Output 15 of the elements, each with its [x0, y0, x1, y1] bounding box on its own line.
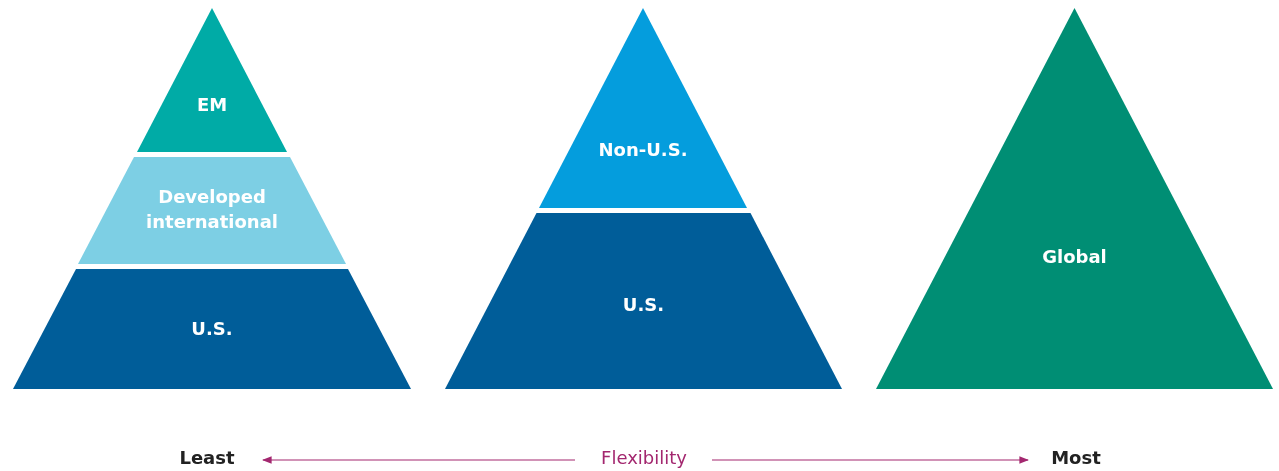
pyramid-tier	[539, 8, 747, 208]
scale-end-label: Least	[179, 447, 235, 468]
pyramid-tier	[445, 213, 842, 389]
tier-label: EM	[195, 93, 229, 117]
tier-label: U.S.	[190, 317, 234, 341]
tier-label: U.S.	[621, 293, 666, 317]
pyramid-tier	[137, 8, 287, 152]
axis-label: Flexibility	[601, 447, 687, 468]
pyramid-tier	[78, 157, 346, 264]
pyramid	[876, 8, 1273, 389]
tier-label: Developed international	[145, 185, 279, 234]
tier-label: Global	[1041, 245, 1108, 269]
tier-label: Non-U.S.	[597, 138, 689, 162]
pyramid-tier	[13, 269, 411, 389]
scale-end-label: Most	[1051, 447, 1101, 468]
